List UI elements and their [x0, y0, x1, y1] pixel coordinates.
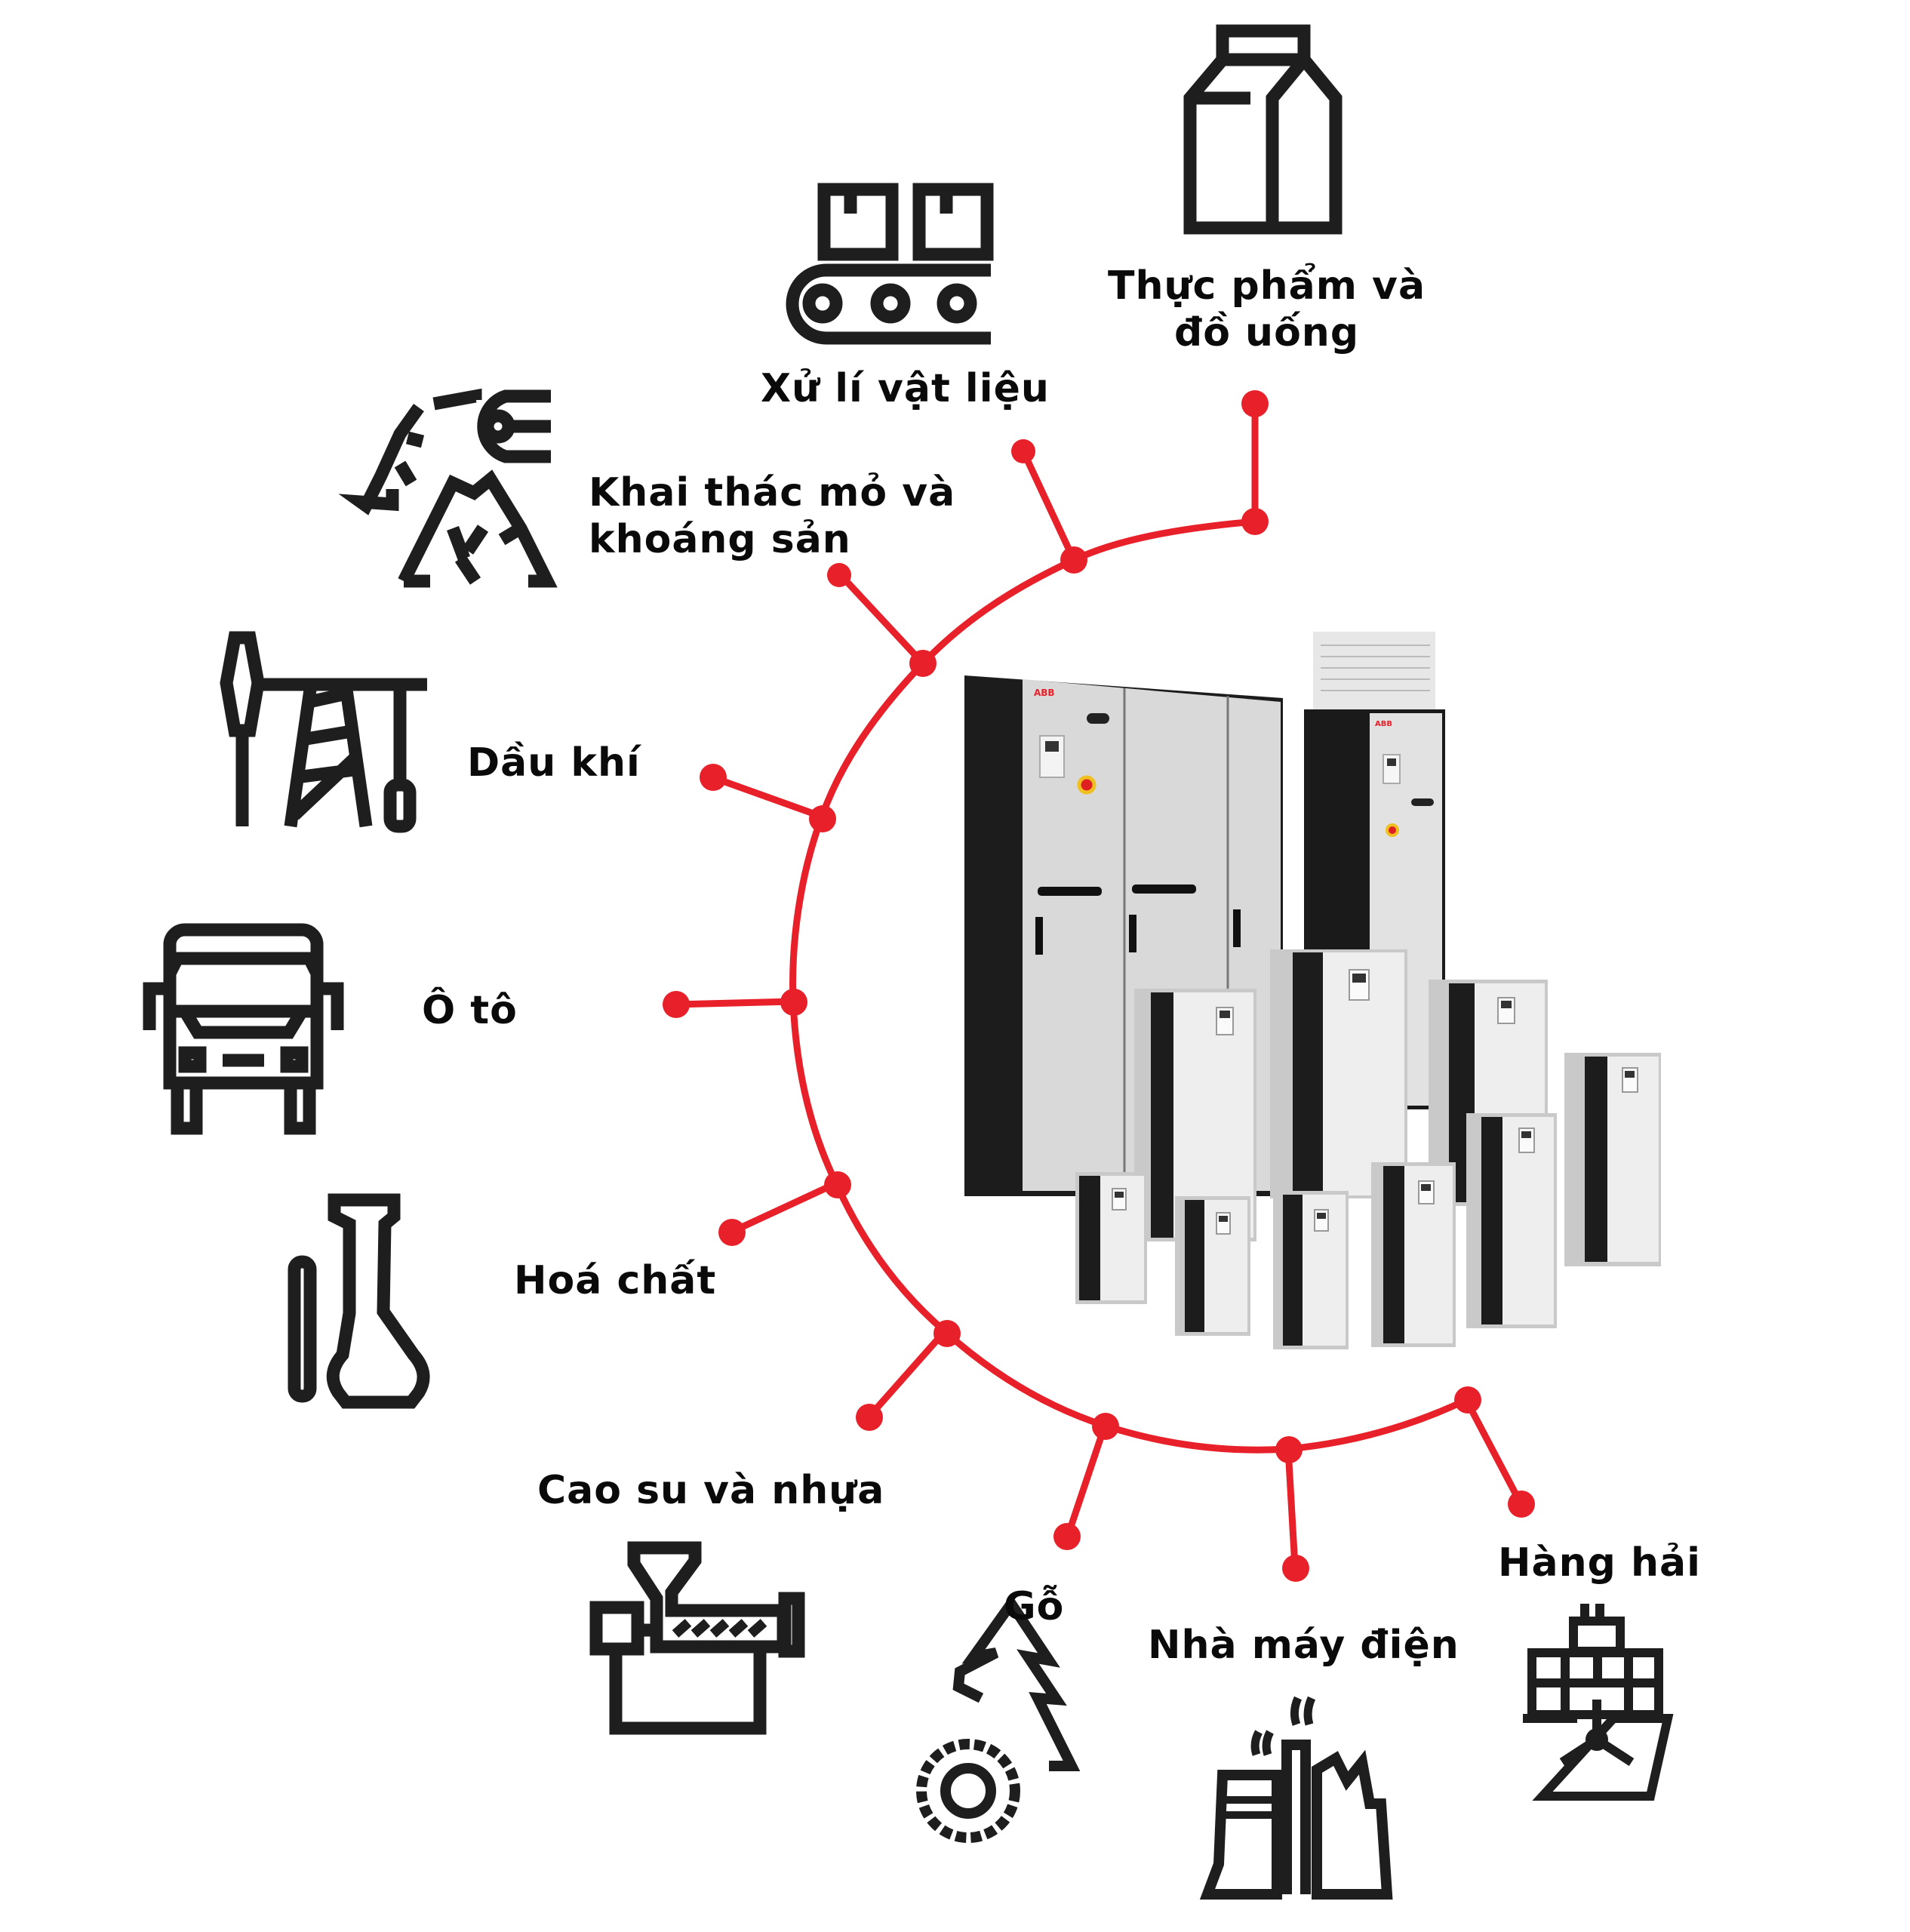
spoke-marine — [1463, 1398, 1524, 1506]
node-dot — [933, 1320, 961, 1347]
label-wood: Gỗ — [1004, 1583, 1064, 1630]
end-dot — [1053, 1523, 1081, 1550]
label-oil-gas-text: Dầu khí — [467, 740, 641, 786]
node-dot — [809, 805, 836, 832]
end-dot — [718, 1219, 746, 1246]
connector-dots — [663, 390, 1535, 1582]
end-dot — [1508, 1491, 1535, 1518]
node-dot — [1241, 508, 1269, 535]
extruder-icon — [589, 1541, 805, 1735]
end-dot — [856, 1404, 883, 1431]
node-dot — [1092, 1413, 1119, 1440]
node-dot — [1454, 1386, 1481, 1414]
label-automotive: Ô tô — [422, 987, 518, 1034]
abb-logo: ABB — [1034, 688, 1055, 698]
label-rubber-plastics-text: Cao su và nhựa — [537, 1468, 885, 1513]
drives-product-image: ABB ABB — [964, 632, 1661, 1349]
cargo-ship-icon — [1523, 1604, 1674, 1801]
conveyor-belt-icon — [786, 183, 994, 345]
node-dot — [824, 1171, 851, 1198]
saw-tree-icon — [916, 1594, 1081, 1843]
drive-module — [1466, 1113, 1557, 1328]
spoke-chem — [730, 1180, 838, 1235]
spoke-rubber — [866, 1329, 948, 1420]
spoke-wood — [1064, 1424, 1109, 1537]
label-mining: Khai thác mỏ và khoáng sản — [589, 469, 955, 563]
drive-module — [1270, 949, 1407, 1198]
spoke-mining — [838, 573, 926, 666]
node-dot — [780, 989, 807, 1016]
bus-icon — [143, 923, 344, 1135]
abb-logo: ABB — [1375, 720, 1392, 728]
label-wood-text: Gỗ — [1004, 1584, 1065, 1629]
drive-module — [1075, 1172, 1147, 1304]
drive-module — [1564, 1053, 1661, 1266]
node-dot — [909, 650, 937, 677]
label-marine: Hàng hải — [1498, 1540, 1701, 1586]
label-power-plant-text: Nhà máy điện — [1148, 1623, 1459, 1668]
label-chemicals-text: Hoá chất — [514, 1258, 717, 1303]
label-food-line1: Thực phẩm và — [1108, 263, 1426, 309]
drive-module — [1175, 1196, 1250, 1336]
end-dot — [1011, 439, 1035, 463]
label-chemicals: Hoá chất — [514, 1257, 716, 1304]
flask-icon — [288, 1193, 430, 1409]
spoke-oil — [711, 774, 823, 820]
label-marine-text: Hàng hải — [1498, 1540, 1701, 1586]
label-mining-line2: khoáng sản — [589, 517, 851, 562]
milk-carton-icon — [1183, 24, 1343, 235]
label-material-handling: Xử lí vật liệu — [761, 365, 1050, 412]
end-dot — [663, 991, 690, 1018]
node-dot — [1060, 546, 1087, 574]
end-dot — [1241, 390, 1269, 417]
label-automotive-text: Ô tô — [422, 988, 518, 1033]
drive-module — [1134, 989, 1256, 1241]
mining-icon — [338, 388, 558, 588]
label-rubber-plastics: Cao su và nhựa — [537, 1467, 884, 1514]
spoke-power — [1284, 1448, 1299, 1567]
end-dot — [1282, 1555, 1309, 1582]
arc-line — [789, 518, 1468, 1454]
label-food: Thực phẩm và đồ uống — [1108, 263, 1426, 356]
oil-pump-icon — [220, 631, 427, 833]
drive-module — [1273, 1191, 1349, 1349]
spoke-auto — [675, 998, 794, 1008]
label-mining-line1: Khai thác mỏ và — [589, 470, 956, 515]
end-dot — [827, 563, 851, 587]
end-dot — [700, 764, 727, 791]
label-food-line2: đồ uống — [1174, 310, 1360, 355]
label-power-plant: Nhà máy điện — [1148, 1622, 1459, 1669]
node-dot — [1275, 1436, 1303, 1463]
drive-module — [1371, 1162, 1456, 1347]
label-material-handling-text: Xử lí vật liệu — [761, 366, 1050, 411]
spoke-material — [1020, 450, 1078, 561]
arc-connector — [663, 390, 1535, 1582]
power-plant-icon — [1199, 1696, 1393, 1900]
label-oil-gas: Dầu khí — [467, 740, 641, 786]
